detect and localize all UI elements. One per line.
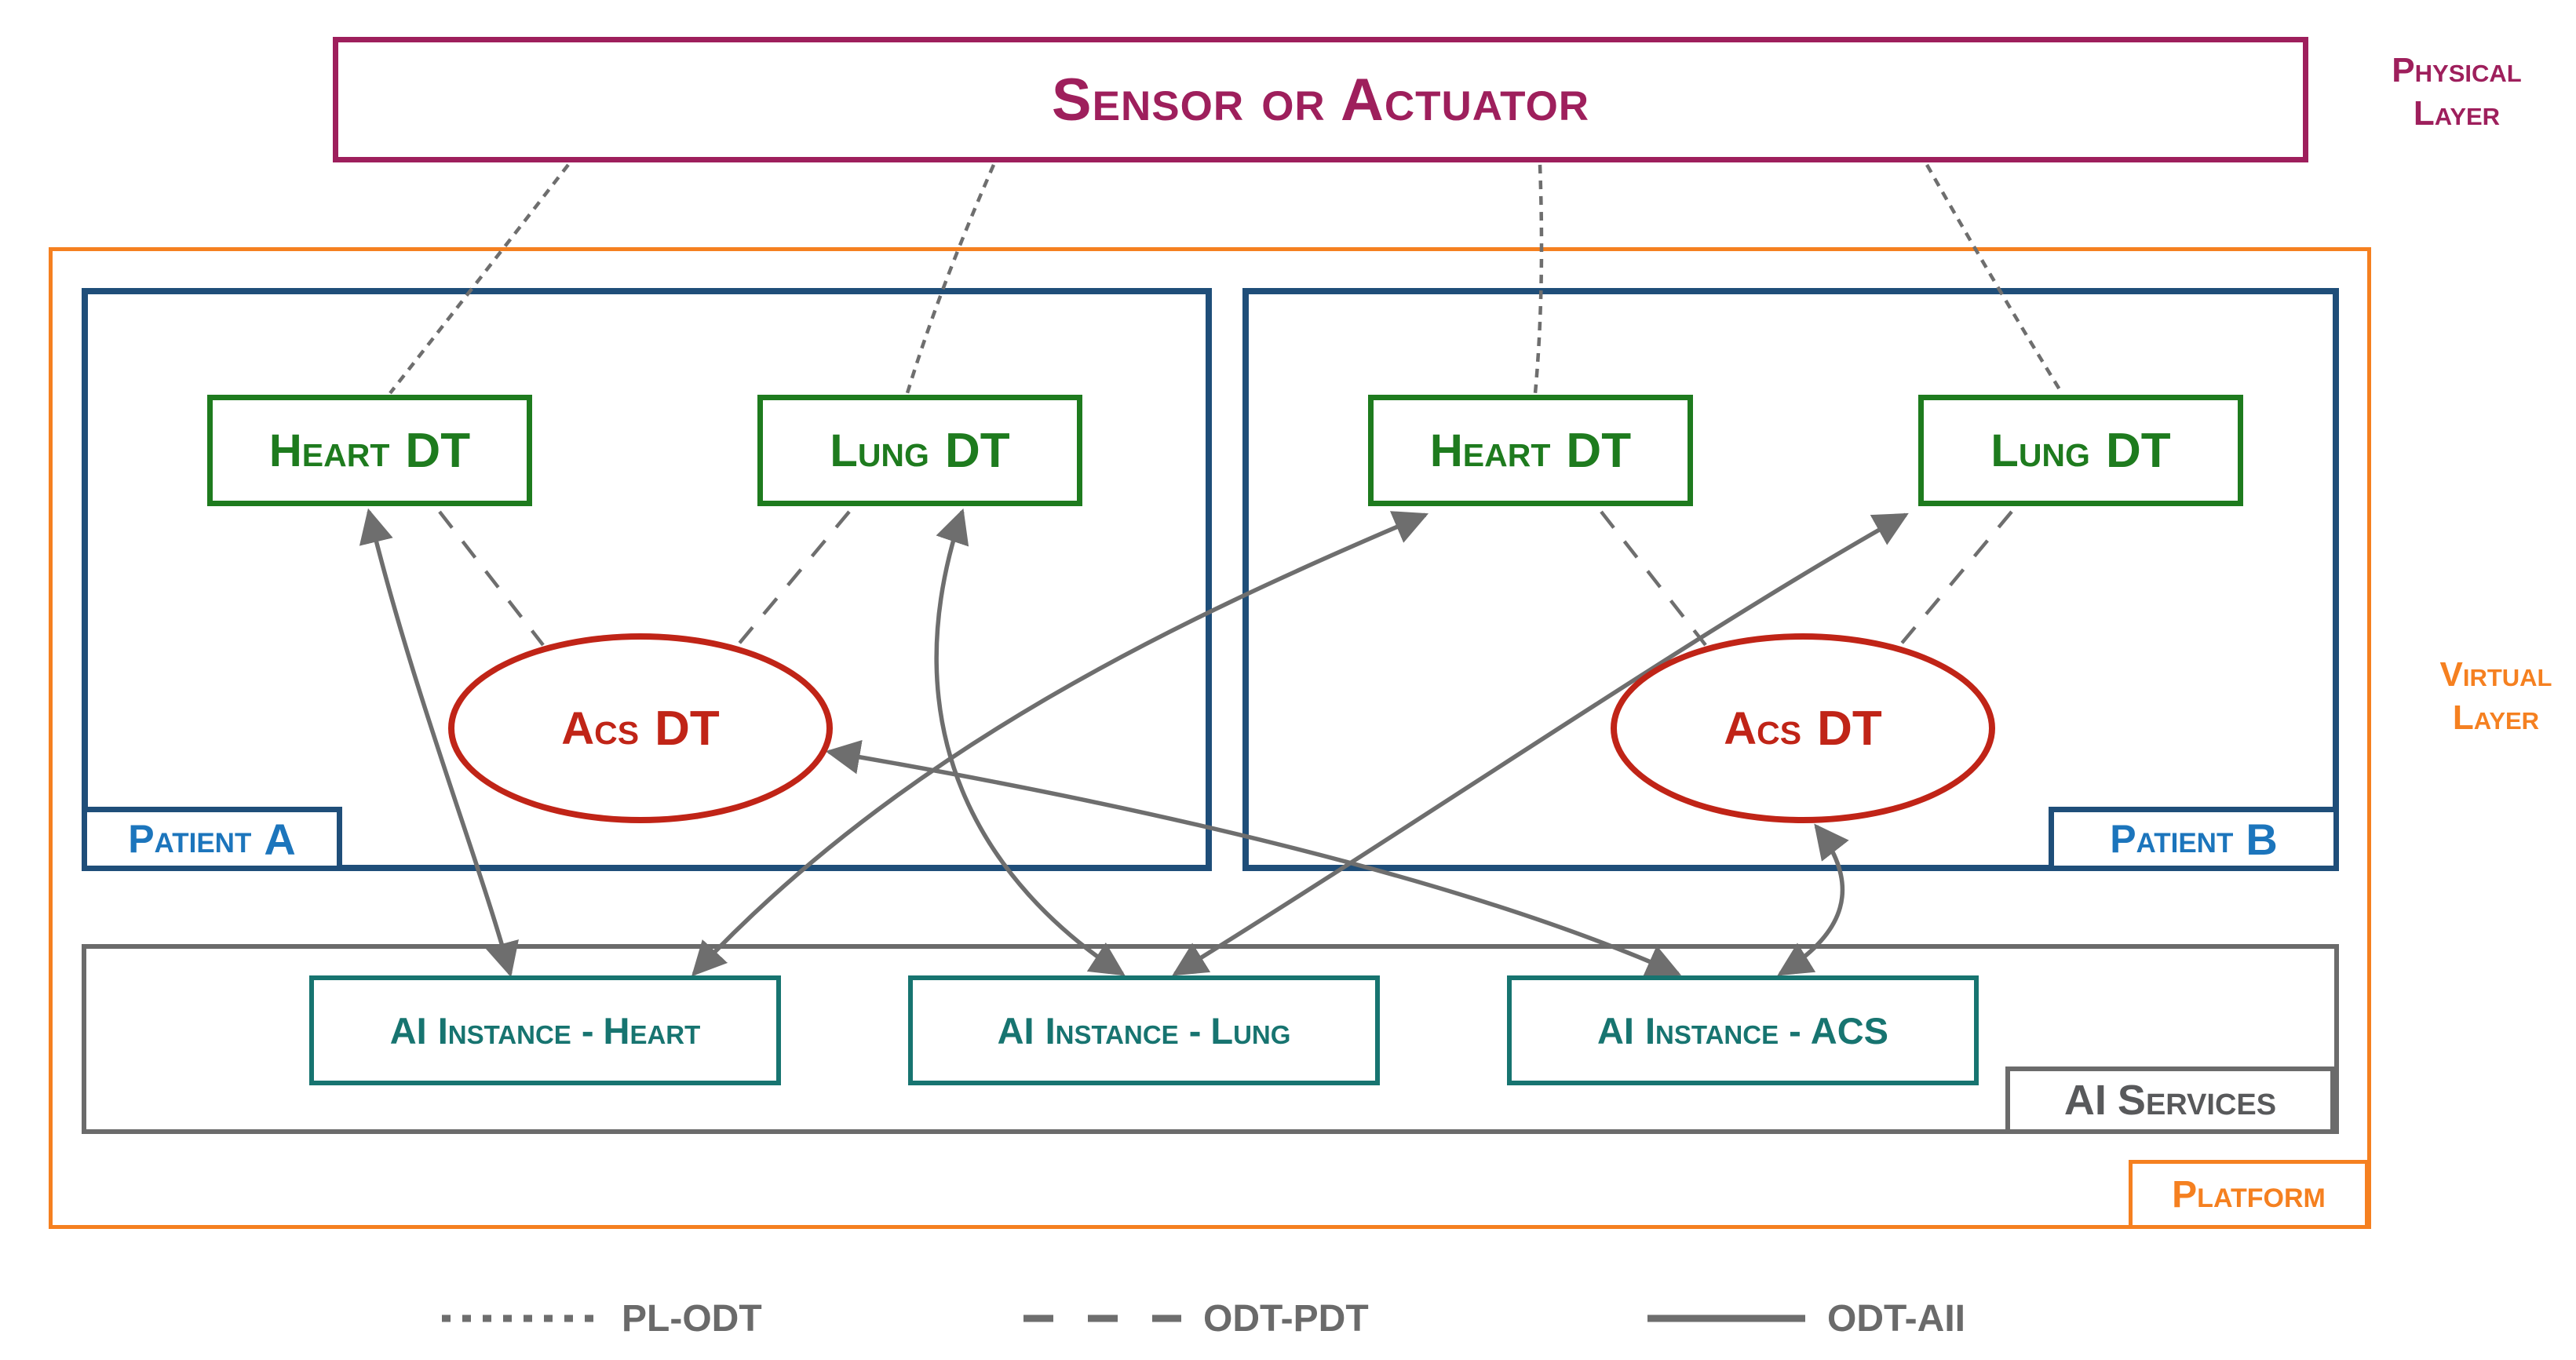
virtual-layer-caption: Virtual Layer — [2417, 653, 2574, 739]
lung-dt-b-label: Lung — [1990, 425, 2090, 476]
legend-label-odt-aii: ODT-AII — [1827, 1297, 1965, 1340]
legend-item-odt-aii: ODT-AII — [1646, 1293, 1965, 1344]
lung-dt-a-box: Lung DT — [757, 395, 1082, 506]
acs-dt-b-ellipse: Acs DT — [1611, 633, 1995, 823]
patient-a-tag-label: Patient — [128, 817, 252, 861]
acs-dt-a-label: Acs — [561, 702, 640, 754]
patient-b-tag-id: B — [2246, 814, 2278, 864]
ai-instance-acs-prefix: AI — [1596, 1009, 1634, 1052]
lung-dt-b-suffix: DT — [2105, 423, 2171, 478]
heart-dt-b-suffix: DT — [1566, 423, 1632, 478]
platform-tag-label: Platform — [2172, 1173, 2326, 1216]
patient-a-tag: Patient A — [82, 807, 342, 871]
patient-b-tag: Patient B — [2049, 807, 2339, 871]
ai-services-tag-label: Services — [2117, 1077, 2277, 1124]
odt-pdt-lung-a-to-acs-a — [736, 510, 851, 647]
odt-aii-acs-a-to-ai-acs — [825, 739, 1682, 978]
odt-pdt-heart-b-to-acs-b — [1600, 510, 1707, 647]
odt-aii-ai-lung-to-lung-b — [1172, 512, 1909, 976]
legend-item-pl-odt: PL-ODT — [440, 1293, 762, 1344]
odt-pdt-heart-a-to-acs-a — [438, 510, 545, 647]
patient-a-tag-id: A — [264, 814, 296, 864]
physical-layer-line1: Physical — [2392, 51, 2522, 89]
pl-odt-sensor-to-lung-b — [1925, 163, 2063, 395]
platform-tag: Platform — [2129, 1160, 2369, 1229]
heart-dt-a-suffix: DT — [405, 423, 471, 478]
heart-dt-a-label: Heart — [268, 425, 390, 476]
sensor-actuator-label: Sensor or Actuator — [1051, 66, 1590, 133]
ai-instance-heart-box: AI Instance - Heart — [309, 975, 781, 1085]
heart-dt-b-label: Heart — [1429, 425, 1551, 476]
legend-dotted-line — [442, 1314, 600, 1322]
heart-dt-b-box: Heart DT — [1368, 395, 1693, 506]
sensor-actuator-box: Sensor or Actuator — [333, 37, 2308, 162]
pl-odt-sensor-to-heart-b — [1533, 164, 1544, 394]
acs-dt-b-label: Acs — [1724, 702, 1802, 754]
pl-odt-sensor-to-lung-a — [905, 164, 996, 394]
ai-services-tag: AI Services — [2005, 1066, 2335, 1134]
legend-item-odt-pdt: ODT-PDT — [1022, 1293, 1369, 1344]
lung-dt-b-box: Lung DT — [1918, 395, 2243, 506]
ai-instance-heart-label: Instance - — [437, 1009, 594, 1052]
ai-services-tag-prefix: AI — [2063, 1077, 2107, 1124]
heart-dt-a-box: Heart DT — [207, 395, 532, 506]
ai-instance-lung-target: Lung — [1210, 1009, 1291, 1052]
lung-dt-a-label: Lung — [830, 425, 929, 476]
virtual-layer-line1: Virtual — [2439, 655, 2552, 694]
ai-instance-heart-prefix: AI — [389, 1009, 427, 1052]
pl-odt-sensor-to-heart-a — [389, 163, 570, 395]
odt-pdt-lung-b-to-acs-b — [1899, 510, 2013, 647]
legend-label-pl-odt: PL-ODT — [622, 1297, 762, 1340]
acs-dt-b-suffix: DT — [1817, 701, 1882, 756]
ai-instance-lung-label: Instance - — [1045, 1009, 1202, 1052]
odt-aii-acs-b-to-ai-acs — [1777, 823, 1849, 976]
virtual-layer-line2: Layer — [2452, 698, 2540, 737]
physical-layer-caption: Physical Layer — [2343, 49, 2571, 135]
ai-instance-heart-target: Heart — [603, 1009, 701, 1052]
physical-layer-line2: Layer — [2413, 94, 2501, 133]
patient-b-tag-label: Patient — [2110, 817, 2234, 861]
ai-instance-acs-box: AI Instance - ACS — [1507, 975, 1979, 1085]
legend-dashed-line — [1023, 1314, 1181, 1322]
lung-dt-a-suffix: DT — [944, 423, 1010, 478]
odt-aii-heart-a-to-ai-heart — [359, 508, 519, 978]
odt-aii-lung-a-to-ai-lung — [934, 508, 1126, 976]
ai-instance-lung-box: AI Instance - Lung — [908, 975, 1380, 1085]
acs-dt-a-suffix: DT — [655, 701, 720, 756]
legend-label-odt-pdt: ODT-PDT — [1203, 1297, 1369, 1340]
ai-instance-acs-target: ACS — [1810, 1009, 1889, 1052]
legend-solid-line — [1647, 1314, 1805, 1322]
ai-instance-acs-label: Instance - — [1644, 1009, 1801, 1052]
virtual-layer-box — [49, 247, 2371, 1229]
ai-instance-lung-prefix: AI — [997, 1009, 1034, 1052]
acs-dt-a-ellipse: Acs DT — [448, 633, 833, 823]
